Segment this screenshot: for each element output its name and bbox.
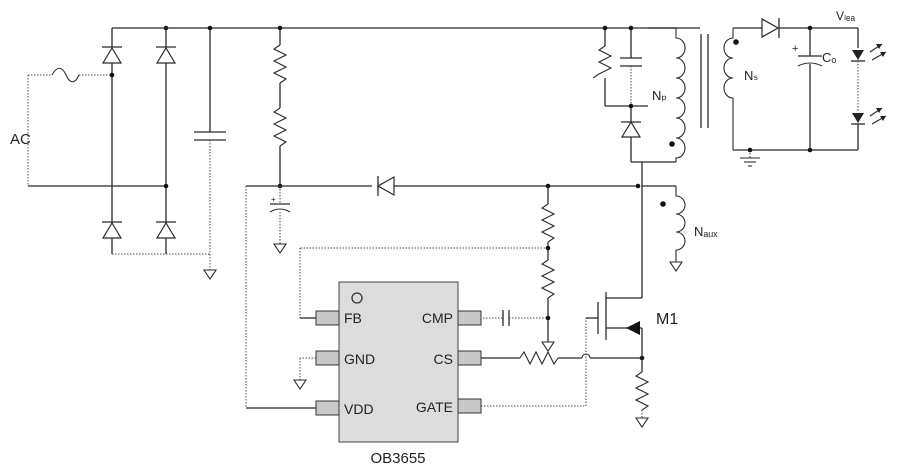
bridge-diode-icon: [155, 221, 177, 239]
output-cap-label: Cₒ: [822, 50, 836, 65]
winding-p-label: Nₚ: [652, 88, 667, 103]
sense-resistor: [634, 358, 650, 428]
mosfet-arrow-icon: [626, 321, 640, 335]
primary-winding: Nₚ: [631, 27, 686, 186]
ground-icon: [272, 243, 288, 254]
ground-icon: [740, 150, 760, 167]
svg-text:+: +: [271, 195, 276, 204]
pin1-marker-icon: [351, 292, 363, 304]
chip-part-number: OB3655: [370, 450, 425, 467]
resistor-icon: [592, 45, 613, 79]
aux-diode-icon: [376, 175, 395, 197]
pin-gnd: [315, 350, 340, 366]
resistor-icon: [272, 107, 288, 147]
bridge-diode-icon: [155, 46, 177, 64]
output-capacitor: + Cₒ: [792, 28, 836, 150]
ac-source: AC: [10, 67, 166, 187]
ground-icon: [668, 261, 684, 272]
gnd-pin-wire: [292, 357, 316, 390]
rcd-snubber: [592, 25, 648, 162]
controller-chip: FB GND VDD CMP CS GATE OB3655: [315, 281, 482, 467]
vdd-capacitor: +: [269, 186, 291, 254]
transformer-core: [700, 34, 709, 128]
aux-winding: Nₐᵤₓ: [642, 185, 718, 272]
bridge-rectifier: [101, 25, 210, 255]
ground-icon: [634, 417, 650, 428]
led-rail-label: Vₗₑₐ: [836, 9, 855, 23]
pin-cs-label: CS: [434, 351, 453, 367]
pin-gate-label: GATE: [416, 399, 453, 415]
mosfet-label: M1: [656, 311, 678, 328]
fb-divider: [299, 186, 556, 352]
ground-icon: [292, 379, 308, 390]
pin-fb-label: FB: [344, 310, 362, 326]
led-icon: [851, 107, 887, 125]
ac-label: AC: [10, 131, 31, 148]
resistor-icon: [540, 259, 556, 299]
resistor-icon: [272, 44, 288, 84]
resistor-icon: [634, 371, 650, 411]
mosfet-m1: M1: [597, 186, 678, 358]
vdd-rail: [245, 175, 641, 409]
pin-cmp: [457, 310, 482, 326]
ground-icon: [540, 341, 556, 352]
pin-vdd: [315, 400, 340, 416]
pin-cs: [457, 350, 482, 366]
bridge-diode-icon: [101, 221, 123, 239]
ground-icon: [202, 269, 218, 280]
resistor-icon: [540, 203, 556, 243]
cs-net: [481, 350, 645, 366]
bulk-capacitor: [194, 25, 226, 280]
winding-s-label: Nₛ: [744, 68, 758, 83]
output-cap-polarity: +: [792, 43, 798, 55]
secondary-winding: Nₛ: [723, 28, 858, 167]
pin-gate: [457, 398, 482, 414]
gate-net: [481, 317, 598, 407]
output-rail: Vₗₑₐ: [733, 9, 858, 153]
fuse-icon: [51, 67, 80, 83]
pin-vdd-label: VDD: [344, 401, 374, 417]
pin-gnd-label: GND: [344, 351, 375, 367]
cs-resistor-icon: [519, 350, 559, 366]
cmp-capacitor: [480, 310, 548, 326]
pin-fb: [315, 310, 340, 326]
winding-aux-label: Nₐᵤₓ: [694, 224, 718, 239]
pin-cmp-label: CMP: [422, 310, 453, 326]
coil-icon: [675, 186, 686, 262]
bridge-diode-icon: [101, 46, 123, 64]
output-diode-icon: [761, 17, 780, 39]
startup-resistors: [272, 25, 288, 189]
coil-icon: [723, 28, 734, 150]
snubber-diode-icon: [620, 120, 642, 138]
led-string: [851, 28, 887, 150]
led-icon: [851, 43, 887, 62]
coil-icon: [675, 28, 686, 162]
